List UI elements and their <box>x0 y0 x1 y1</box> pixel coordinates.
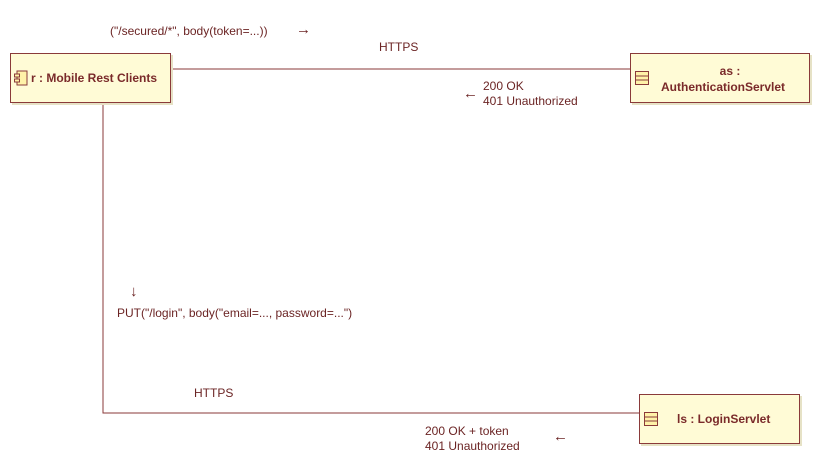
left-arrow-icon: ← <box>553 428 568 445</box>
class-icon <box>635 71 649 85</box>
login-response-line2: 401 Unauthorized <box>425 439 520 453</box>
login-title: ls : LoginServlet <box>677 412 771 426</box>
client-title: r : Mobile Rest Clients <box>31 71 158 85</box>
login-request-label: PUT("/login", body("email=..., password=… <box>117 306 353 320</box>
auth-title-line2: AuthenticationServlet <box>661 80 786 94</box>
mobile-rest-clients-node[interactable]: r : Mobile Rest Clients <box>10 53 171 103</box>
login-servlet-node[interactable]: ls : LoginServlet <box>639 394 800 444</box>
auth-response-line2: 401 Unauthorized <box>483 94 578 108</box>
login-response-line1: 200 OK + token <box>425 424 509 438</box>
login-protocol-label: HTTPS <box>194 386 234 400</box>
class-icon <box>644 412 658 426</box>
left-arrow-icon: ← <box>463 85 478 102</box>
authentication-servlet-node[interactable]: as : AuthenticationServlet <box>630 53 810 103</box>
down-arrow-icon: ↓ <box>130 283 138 300</box>
auth-request-label: ("/secured/*", body(token=...)) <box>110 24 268 38</box>
auth-title-line1: as : <box>719 64 741 78</box>
login-link-line <box>102 102 640 414</box>
component-icon <box>14 70 28 86</box>
auth-protocol-label: HTTPS <box>379 40 419 54</box>
right-arrow-icon: → <box>296 21 311 38</box>
auth-response-line1: 200 OK <box>483 79 524 93</box>
